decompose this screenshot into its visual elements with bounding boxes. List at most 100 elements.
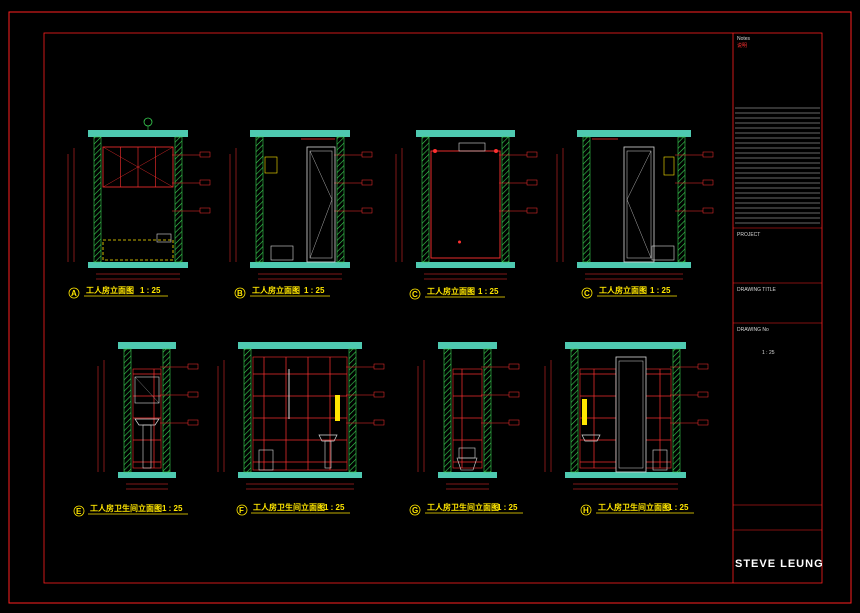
- left-wall: [93, 136, 102, 263]
- ceiling-slab: [238, 342, 362, 349]
- view-marker: C: [584, 289, 590, 298]
- door-panel: [618, 360, 644, 469]
- toilet: [652, 449, 668, 471]
- view-label-G: G 工人房卫生间立面图 1 : 25: [409, 502, 523, 516]
- elevation-F: [217, 342, 385, 490]
- door-swing: [626, 150, 652, 200]
- ceiling-slab: [250, 130, 350, 137]
- callout-tag: [199, 207, 211, 214]
- view-marker-circle: [409, 288, 421, 300]
- towel-rail: [582, 399, 587, 425]
- downlight: [494, 149, 498, 153]
- view-title: 工人房立面图: [427, 286, 475, 296]
- wash-basin: [581, 434, 601, 442]
- elevation-H: [544, 342, 709, 490]
- basin-pedestal: [142, 424, 152, 469]
- view-marker: A: [71, 289, 77, 298]
- view-marker-circle: [236, 504, 248, 516]
- callout-tag: [373, 363, 385, 370]
- ceiling-slab: [577, 130, 691, 137]
- ceiling-slab: [565, 342, 686, 349]
- downlight: [433, 149, 437, 153]
- elevation-B: [229, 130, 373, 280]
- project-heading: PROJECT: [737, 232, 760, 238]
- door-frame: [615, 356, 647, 473]
- right-wall: [348, 348, 357, 473]
- ceiling-slab: [416, 130, 515, 137]
- view-marker: G: [412, 506, 418, 515]
- callout-tag: [526, 207, 538, 214]
- ceiling-slab: [438, 342, 497, 349]
- floor-slab: [438, 472, 497, 478]
- brand-logo: STEVE LEUNG: [735, 558, 824, 570]
- elevation-G: [417, 342, 520, 490]
- view-label-F: F 工人房卫生间立面图 1 : 25: [236, 502, 350, 516]
- view-label-H: H 工人房卫生间立面图 1 : 25: [580, 502, 694, 516]
- view-marker: F: [239, 506, 244, 515]
- mirror-reflection: [134, 376, 160, 404]
- callout-tag: [697, 363, 709, 370]
- view-marker-circle: [581, 287, 593, 299]
- floor-slab: [118, 472, 176, 478]
- left-wall: [570, 348, 579, 473]
- cabinet-diagonal: [102, 146, 174, 188]
- view-title: 工人房卫生间立面图: [90, 503, 162, 513]
- floor-slab: [250, 262, 350, 268]
- ac-vent: [458, 142, 486, 152]
- view-marker: H: [583, 506, 589, 515]
- wall-tiles: [132, 368, 162, 469]
- view-marker-circle: [68, 287, 80, 299]
- floor-slab: [88, 262, 188, 268]
- elevation-E: [97, 342, 199, 490]
- callout-tag: [697, 419, 709, 426]
- view-scale: 1 : 25: [668, 503, 689, 512]
- right-wall: [162, 348, 171, 473]
- view-title: 工人房立面图: [252, 285, 300, 295]
- wash-basin: [134, 418, 160, 426]
- callout-tag: [702, 151, 714, 158]
- view-marker-circle: [580, 504, 592, 516]
- door-panel: [626, 150, 652, 259]
- left-wall: [443, 348, 452, 473]
- callout-tag: [702, 207, 714, 214]
- drawing-no-heading: DRAWING No: [737, 327, 769, 333]
- right-wall: [501, 136, 510, 263]
- scale-value: 1 : 25: [762, 350, 775, 356]
- view-marker: E: [76, 507, 82, 516]
- view-scale: 1 : 25: [162, 504, 183, 513]
- view-marker-circle: [409, 504, 421, 516]
- wall-tiles: [252, 356, 348, 471]
- callout-tag: [373, 419, 385, 426]
- callout-tag: [361, 179, 373, 186]
- view-marker-circle: [234, 287, 246, 299]
- view-label-A: A 工人房立面图 1 : 25: [68, 285, 168, 299]
- callout-tag: [187, 363, 199, 370]
- callout-tag: [508, 419, 520, 426]
- elevation-C2: [556, 130, 714, 280]
- wash-basin: [318, 434, 338, 442]
- wall-shelf: [264, 156, 278, 174]
- callout-tag: [199, 179, 211, 186]
- callout-tag: [199, 151, 211, 158]
- view-marker: B: [237, 289, 243, 298]
- left-wall: [123, 348, 132, 473]
- wall-tiles: [452, 368, 483, 469]
- door-swing: [309, 150, 333, 200]
- right-wall: [672, 348, 681, 473]
- view-title: 工人房立面图: [599, 285, 647, 295]
- right-wall: [677, 136, 686, 263]
- callout-tag: [697, 391, 709, 398]
- inner-border: [43, 32, 823, 584]
- view-label-C1: C 工人房立面图 1 : 25: [409, 286, 505, 300]
- door-frame: [306, 146, 336, 263]
- left-wall: [421, 136, 430, 263]
- toilet: [258, 449, 274, 471]
- bedside-unit: [651, 245, 675, 261]
- door-swing: [309, 199, 333, 259]
- view-title: 工人房卫生间立面图: [253, 502, 325, 512]
- elevation-A: [67, 117, 211, 280]
- towel-rail: [335, 395, 340, 421]
- view-scale: 1 : 25: [324, 503, 345, 512]
- callout-tag: [187, 391, 199, 398]
